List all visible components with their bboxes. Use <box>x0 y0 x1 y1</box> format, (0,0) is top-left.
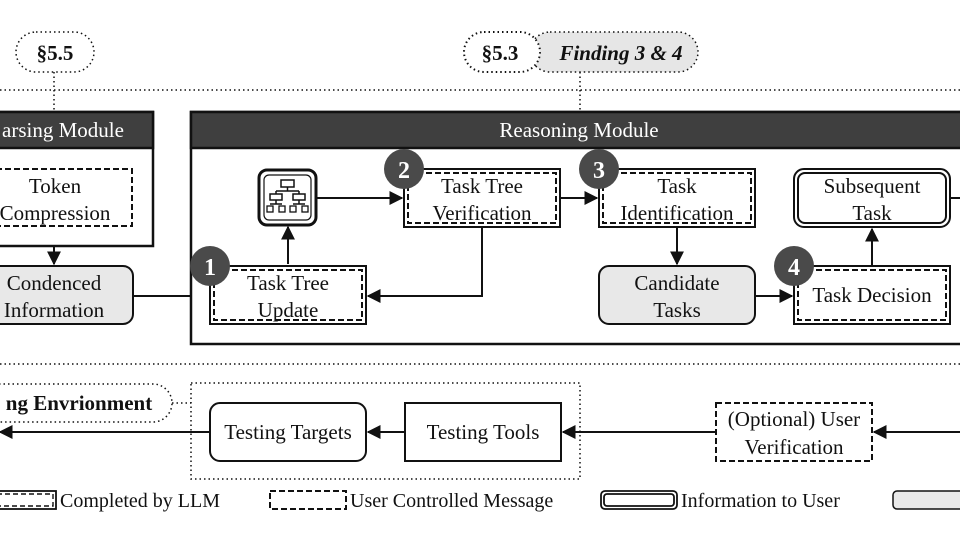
task-tree-update-box: Task Tree Update <box>209 265 367 325</box>
user-verification-line1: (Optional) User <box>728 407 860 431</box>
legend-gray-swatch <box>892 490 960 510</box>
legend-llm-label: Completed by LLM <box>60 490 220 512</box>
testing-tools-label: Testing Tools <box>427 420 540 444</box>
testing-tools-box: Testing Tools <box>404 402 562 462</box>
parsing-module-title: arsing Module <box>2 118 124 142</box>
subsequent-task-line1: Subsequent <box>824 174 921 198</box>
task-identification-line1: Task <box>657 174 697 198</box>
legend: Completed by LLM User Controlled Message… <box>0 490 960 512</box>
step-badge-3-number: 3 <box>593 158 605 184</box>
finding-tag-label: Finding 3 & 4 <box>558 41 682 65</box>
task-tree-verification-line2: Verification <box>432 201 532 225</box>
condensed-information-box: Condenced Information <box>0 265 134 325</box>
candidate-tasks-box: Candidate Tasks <box>598 265 756 325</box>
section-tag-5-3-label: §5.3 <box>482 41 519 65</box>
subsequent-task-line2: Task <box>852 201 892 225</box>
candidate-tasks-line1: Candidate <box>634 271 719 295</box>
legend-info-user-label: Information to User <box>681 490 840 512</box>
step-badge-4-number: 4 <box>788 255 800 281</box>
token-compression-line1: Token <box>29 174 82 198</box>
condensed-line2: Information <box>4 298 105 322</box>
step-badge-3: 3 <box>579 149 619 189</box>
testing-environment-tag: ng Envrionment <box>0 383 173 423</box>
condensed-line1: Condenced <box>7 271 102 295</box>
task-tree-verification-box: Task Tree Verification <box>403 168 561 228</box>
step-badge-2: 2 <box>384 149 424 189</box>
testing-targets-box: Testing Targets <box>209 402 367 462</box>
legend-llm: Completed by LLM <box>0 490 220 512</box>
task-tree-verification-line1: Task Tree <box>441 174 523 198</box>
section-tag-5-3: §5.3 Finding 3 & 4 <box>463 31 699 73</box>
task-decision-label: Task Decision <box>812 283 932 307</box>
step-badge-2-number: 2 <box>398 158 410 184</box>
token-compression-box <box>0 168 133 227</box>
parsing-module: arsing Module Token Compression <box>0 110 155 248</box>
arrow-verification-to-update <box>366 227 483 303</box>
task-tree-icon <box>257 168 318 227</box>
token-compression-line2: Compression <box>0 201 111 225</box>
step-badge-1-number: 1 <box>204 255 216 281</box>
user-verification-line2: Verification <box>744 435 844 459</box>
task-identification-line2: Identification <box>620 201 734 225</box>
task-tree-update-line1: Task Tree <box>247 271 329 295</box>
subsequent-task-box: Subsequent Task <box>793 168 951 228</box>
legend-user-message-label: User Controlled Message <box>350 490 553 512</box>
legend-info-user: Information to User <box>600 490 840 512</box>
task-tree-update-line2: Update <box>258 298 319 322</box>
step-badge-4: 4 <box>774 246 814 286</box>
user-verification-box: (Optional) User Verification <box>715 402 873 462</box>
task-decision-box: Task Decision <box>793 265 951 325</box>
testing-environment-label: ng Envrionment <box>6 391 152 415</box>
candidate-tasks-line2: Tasks <box>653 298 701 322</box>
section-tag-5-5: §5.5 <box>15 31 95 73</box>
testing-targets-label: Testing Targets <box>224 420 352 444</box>
legend-user-message: User Controlled Message <box>269 490 553 512</box>
section-tag-5-5-label: §5.5 <box>37 41 74 65</box>
step-badge-1: 1 <box>190 246 230 286</box>
reasoning-module-title: Reasoning Module <box>499 118 658 142</box>
task-identification-box: Task Identification <box>598 168 756 228</box>
